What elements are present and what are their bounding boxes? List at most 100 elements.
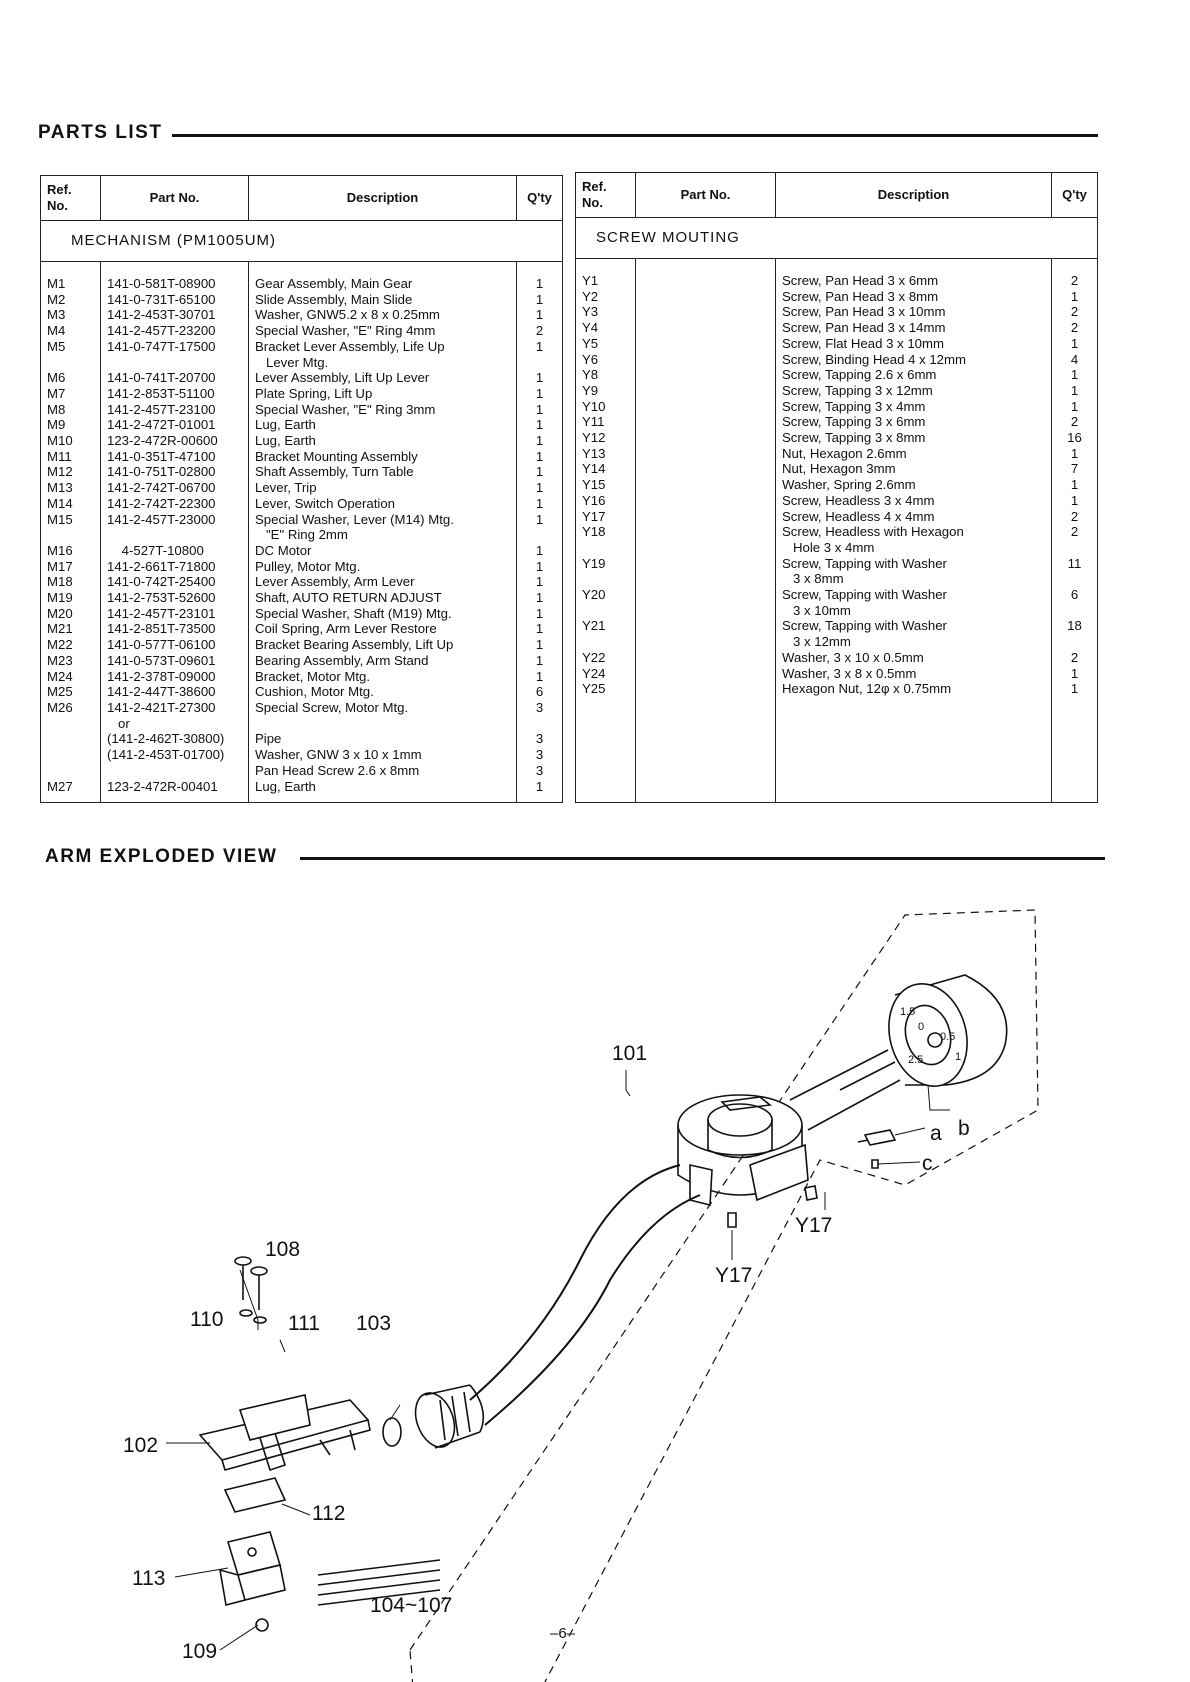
row-qty: 1	[516, 370, 563, 386]
row-part-no: 141-2-853T-51100	[100, 385, 249, 402]
row-ref: M1	[40, 276, 101, 292]
row-part-no	[635, 445, 776, 462]
row-part-no	[635, 681, 776, 697]
row-part-no	[635, 461, 776, 478]
row-part-no: 141-2-661T-71800	[100, 558, 249, 575]
washer-103	[382, 1417, 402, 1447]
row-part-no	[635, 665, 776, 682]
row-ref: M5	[40, 338, 101, 371]
row-qty: 6	[516, 684, 563, 700]
row-qty: 1	[516, 338, 563, 371]
parts-table-screw-mounting: Ref. No. Part No. Description Q'ty SCREW…	[575, 172, 1098, 804]
row-qty: 1	[516, 542, 563, 559]
row-part-no: 123-2-472R-00600	[100, 433, 249, 449]
row-ref: Y13	[575, 445, 636, 462]
header-part-no: Part No.	[100, 175, 249, 221]
row-ref: M9	[40, 417, 101, 434]
group-heading-mechanism: MECHANISM (PM1005UM)	[40, 220, 563, 262]
row-part-no	[635, 618, 776, 650]
row-qty: 1	[516, 385, 563, 402]
callout-112: 112	[312, 1502, 345, 1525]
row-qty: 1	[516, 621, 563, 638]
nut-109	[255, 1618, 269, 1632]
counterweight	[888, 974, 1008, 1087]
dial-mark-0.5: 0.5	[940, 1031, 955, 1043]
row-qty: 4	[1051, 351, 1098, 368]
dial-mark-1.5: 1.5	[900, 1006, 915, 1018]
row-part-no	[635, 398, 776, 415]
row-description: Screw, Headless 4 x 4mm	[775, 508, 1052, 525]
headshell-102	[198, 1394, 371, 1472]
row-ref: M25	[40, 684, 101, 700]
row-qty: 2	[1051, 649, 1098, 666]
row-qty: 11	[1051, 555, 1098, 588]
arm-exploded-diagram: 1.5 0 0.5 1 2.5 101 b a c Y17 Y17 108 11…	[123, 909, 1039, 1682]
row-description: Washer, 3 x 8 x 0.5mm	[775, 665, 1052, 682]
row-qty: 1	[516, 433, 563, 449]
header-qty: Q'ty	[516, 175, 563, 221]
row-description: Screw, Flat Head 3 x 10mm	[775, 335, 1052, 352]
row-description: Cushion, Motor Mtg.	[248, 684, 517, 700]
row-qty: 1	[1051, 445, 1098, 462]
row-part-no	[635, 273, 776, 289]
row-qty: 1	[516, 307, 563, 324]
row-ref: Y10	[575, 398, 636, 415]
header-part-no: Part No.	[635, 172, 776, 218]
callout-104-107: 104~107	[370, 1594, 452, 1617]
row-description: Bearing Assembly, Arm Stand	[248, 652, 517, 669]
row-description: Coil Spring, Arm Lever Restore	[248, 621, 517, 638]
row-description: Screw, Pan Head 3 x 10mm	[775, 304, 1052, 321]
row-ref: Y1	[575, 273, 636, 289]
row-part-no: 141-2-742T-22300	[100, 495, 249, 512]
row-qty: 1	[1051, 477, 1098, 493]
row-description: Screw, Tapping 3 x 4mm	[775, 398, 1052, 415]
row-ref: M13	[40, 480, 101, 496]
dial-mark-2.5: 2.5	[908, 1054, 923, 1066]
row-part-no: 141-2-457T-23101	[100, 605, 249, 622]
row-qty: 3 3 3	[516, 731, 563, 779]
arm-rear-shaft	[789, 1049, 901, 1131]
row-description: Gear Assembly, Main Gear	[248, 276, 517, 292]
row-ref	[40, 731, 101, 779]
callout-108: 108	[265, 1238, 300, 1261]
row-part-no	[635, 524, 776, 556]
callout-103: 103	[356, 1312, 391, 1335]
row-ref: Y5	[575, 335, 636, 352]
row-description: Special Washer, "E" Ring 3mm	[248, 401, 517, 418]
table-row: (141-2-462T-30800) (141-2-453T-01700)Pip…	[40, 731, 563, 779]
row-description: Screw, Headless with Hexagon Hole 3 x 4m…	[775, 524, 1052, 556]
row-ref: M12	[40, 464, 101, 481]
row-description: Shaft, AUTO RETURN ADJUST	[248, 590, 517, 606]
row-qty: 3	[516, 699, 563, 732]
row-ref: Y12	[575, 430, 636, 446]
row-description: Screw, Tapping 2.6 x 6mm	[775, 367, 1052, 383]
row-description: Special Screw, Motor Mtg.	[248, 699, 517, 732]
row-description: Lever Assembly, Lift Up Lever	[248, 370, 517, 386]
exploded-view-title: ARM EXPLODED VIEW	[45, 846, 278, 867]
row-ref: M2	[40, 291, 101, 308]
row-qty: 1	[1051, 288, 1098, 305]
row-description: Lug, Earth	[248, 778, 517, 795]
row-ref: Y16	[575, 492, 636, 509]
row-qty: 1	[516, 590, 563, 606]
row-description: Lever, Switch Operation	[248, 495, 517, 512]
header-description: Description	[775, 172, 1052, 218]
row-part-no: 141-2-421T-27300 or	[100, 699, 249, 732]
row-ref: Y3	[575, 304, 636, 321]
row-part-no	[635, 508, 776, 525]
header-ref-no: Ref. No.	[40, 175, 101, 221]
row-qty: 1	[516, 605, 563, 622]
row-part-no	[635, 414, 776, 431]
row-ref: Y15	[575, 477, 636, 493]
